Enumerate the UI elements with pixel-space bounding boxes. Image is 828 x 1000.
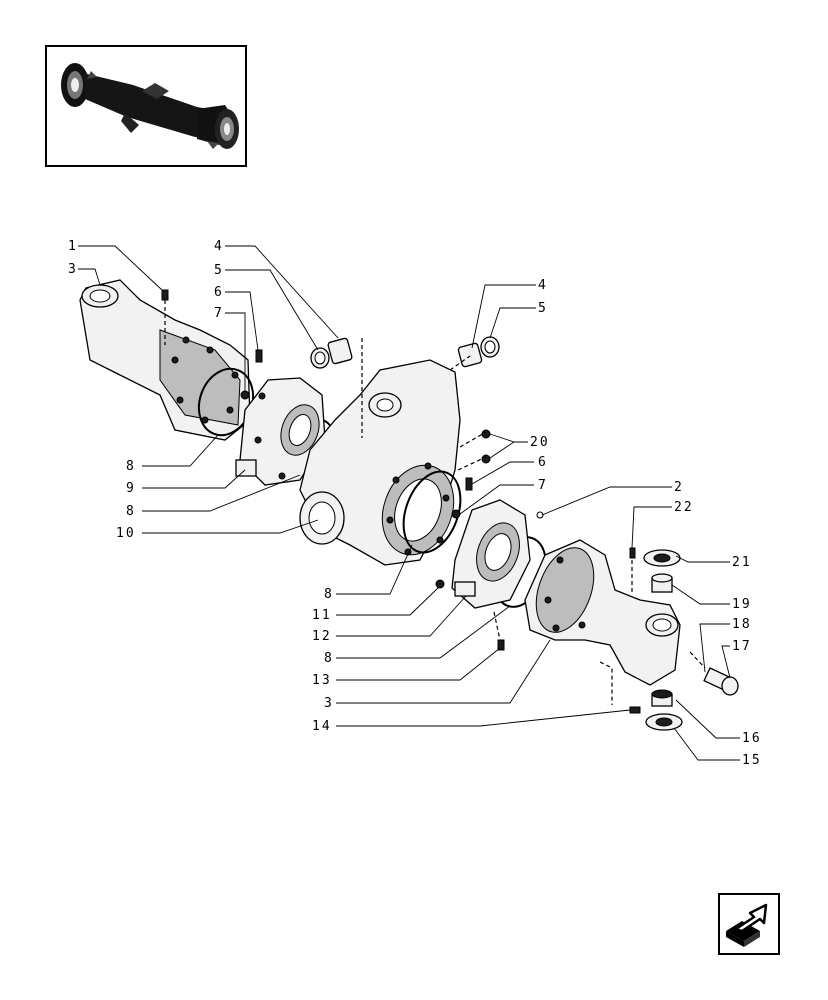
callout-labels: 1 3 4 5 6 7 4 5 20 6 7 2 22 21 19 18 17 … [68, 239, 762, 768]
left-axle-housing [79, 279, 251, 441]
callout-1: 1 [68, 239, 78, 254]
center-differential-housing [299, 359, 461, 566]
next-page-arrow-icon [726, 903, 768, 947]
callout-22: 22 [674, 500, 694, 515]
callout-14: 14 [312, 719, 332, 734]
right-axle-housing [524, 539, 681, 686]
bolt-6-left [255, 349, 263, 363]
callout-10: 10 [116, 526, 136, 541]
callout-2: 2 [674, 480, 684, 495]
bushings-left [310, 337, 353, 369]
callout-8-a: 8 [126, 459, 136, 474]
callout-3-top: 3 [68, 262, 78, 277]
bolt-6-right [465, 477, 473, 491]
bolt-14 [629, 706, 641, 714]
callout-8-d: 8 [324, 651, 334, 666]
axle-assembly-thumbnail-icon [61, 63, 239, 149]
bushings-right [457, 336, 500, 368]
right-flange-carrier [451, 499, 531, 609]
callout-4-right: 4 [538, 278, 548, 293]
grease-fitting-22 [629, 547, 636, 559]
plug-11 [435, 579, 445, 589]
callout-18: 18 [732, 617, 752, 632]
callout-12: 12 [312, 629, 332, 644]
callout-3-bottom: 3 [324, 696, 334, 711]
callout-13: 13 [312, 673, 332, 688]
callout-6-left: 6 [214, 285, 224, 300]
callout-8-b: 8 [126, 504, 136, 519]
callout-20: 20 [530, 435, 550, 450]
leader-lines [78, 245, 740, 761]
axle-thumbnail [45, 45, 247, 167]
next-page-button[interactable] [718, 893, 780, 955]
pin-7-right [451, 509, 461, 519]
pin-7-left [240, 390, 250, 400]
screw-20-b [481, 454, 491, 464]
callout-7-left: 7 [214, 306, 224, 321]
bolt-13 [497, 639, 505, 651]
callout-19: 19 [732, 597, 752, 612]
callout-5-left: 5 [214, 263, 224, 278]
bolt-1 [161, 289, 169, 301]
o-ring-right-inner [402, 470, 462, 554]
callout-6-right: 6 [538, 455, 548, 470]
left-flange-carrier [235, 377, 326, 486]
callout-15: 15 [742, 753, 762, 768]
screw-20-a [481, 429, 491, 439]
callout-16: 16 [742, 731, 762, 746]
callout-4-left: 4 [214, 239, 224, 254]
callout-21: 21 [732, 555, 752, 570]
callout-5-right: 5 [538, 301, 548, 316]
callout-8-c: 8 [324, 587, 334, 602]
callout-9: 9 [126, 481, 136, 496]
callout-7-right: 7 [538, 478, 548, 493]
kingpin-parts [643, 549, 739, 731]
callout-11: 11 [312, 608, 332, 623]
callout-17: 17 [732, 639, 752, 654]
